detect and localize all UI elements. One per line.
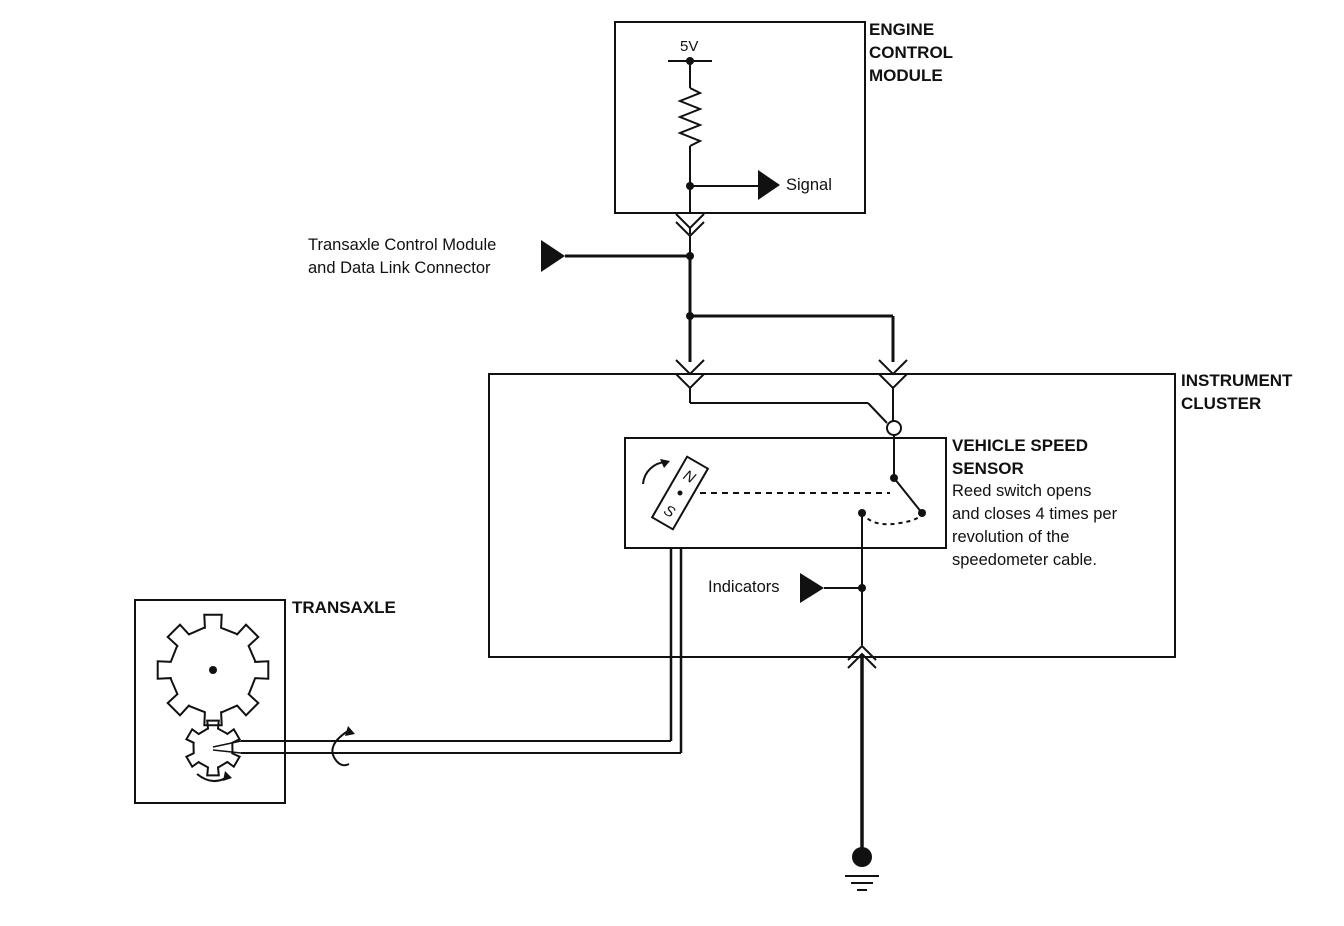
ground-symbol: [845, 875, 879, 891]
branch-junction-dot: [686, 312, 694, 320]
magnet-north-label: N: [680, 467, 698, 487]
vehicle-speed-sensor-box: [624, 437, 947, 549]
instrument-cluster-title: INSTRUMENT CLUSTER: [1181, 371, 1293, 413]
vss-title: VEHICLE SPEED SENSOR: [952, 436, 1089, 478]
reed-switch-fixed-dot: [858, 509, 866, 517]
signal-arrow: [758, 170, 780, 200]
magnet-center-dot: [677, 490, 683, 496]
rotating-magnet: [642, 455, 710, 531]
tcm-dlc-arrow: [541, 240, 690, 272]
transaxle-drive-gear: [156, 613, 270, 727]
ecm-title: ENGINE CONTROL MODULE: [869, 20, 954, 85]
ecm-connector: [675, 213, 705, 258]
indicators-label: Indicators: [708, 578, 780, 596]
reed-switch: [700, 435, 923, 645]
cluster-connector-right: [878, 359, 908, 421]
ground-terminal-dot: [852, 847, 872, 867]
driven-gear-rotation-arrow-head: [223, 771, 232, 781]
reed-switch-pivot-dot: [890, 474, 898, 482]
tcm-dlc-label: Transaxle Control Module and Data Link C…: [308, 236, 497, 277]
transaxle-title: TRANSAXLE: [292, 598, 396, 617]
indicators-junction-dot: [858, 584, 866, 592]
supply-junction-dot: [686, 57, 694, 65]
speedometer-driven-gear: [184, 719, 242, 782]
transaxle-box: [134, 599, 286, 804]
instrument-cluster-box: [488, 373, 1176, 658]
drive-gear-hub: [209, 666, 217, 674]
supply-voltage-label: 5V: [680, 38, 699, 55]
cable-rotation-arrow-head: [345, 726, 355, 736]
magnet-south-label: S: [661, 502, 678, 522]
indicators-arrow: [800, 573, 862, 603]
signal-label: Signal: [786, 176, 832, 194]
signal-junction-dot: [686, 182, 694, 190]
magnet-rotation-arrow-head: [660, 459, 670, 468]
engine-control-module-box: [614, 21, 866, 214]
vss-description: Reed switch opens and closes 4 times per…: [952, 482, 1118, 569]
signal-bus-wire: [688, 256, 895, 362]
speedometer-cable: [212, 548, 683, 767]
cluster-terminal-circle: [886, 420, 902, 436]
tcm-junction-dot: [686, 252, 694, 260]
cluster-connector-left: [675, 359, 888, 424]
reed-switch-contact-dot: [918, 509, 926, 517]
ecm-pullup-resistor: [668, 60, 758, 213]
